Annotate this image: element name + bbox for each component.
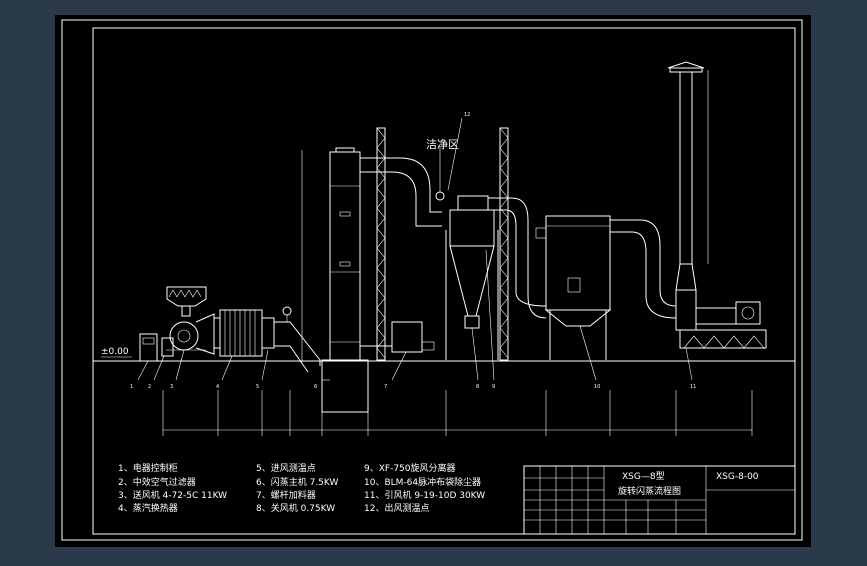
- support-tower-2: [499, 127, 509, 361]
- title-model: XSG—8型: [622, 471, 665, 482]
- induced-draft-fan: [675, 289, 767, 349]
- legend-item-8: 8、关风机 0.75KW: [256, 502, 335, 514]
- steam-heat-exchanger: [214, 309, 275, 357]
- sheet-background: [55, 15, 811, 547]
- svg-text:5: 5: [256, 384, 259, 390]
- horizontal-dimensions: [162, 390, 753, 436]
- control-cabinet: [139, 333, 158, 362]
- flash-dryer-column: [321, 147, 369, 413]
- legend-item-6: 6、闪蒸主机 7.5KW: [256, 476, 338, 488]
- cyclone-outlet-duct: [488, 197, 547, 319]
- title-name: 旋转闪蒸流程图: [618, 485, 681, 497]
- inner-frame: [92, 27, 796, 535]
- svg-text:10: 10: [594, 384, 600, 390]
- svg-text:4: 4: [216, 384, 219, 390]
- legend-item-12: 12、出风测温点: [364, 502, 429, 514]
- svg-text:3: 3: [170, 384, 173, 390]
- svg-text:2: 2: [148, 384, 151, 390]
- title-block: XSG—8型 旋转闪蒸流程图 XSG-8-00: [523, 465, 796, 535]
- legend-item-11: 11、引风机 9-19-10D 30KW: [364, 489, 485, 501]
- legend-item-5: 5、进风测温点: [256, 463, 316, 474]
- callouts: 1 2 3 4 5 6 7 8 9 10 11: [130, 249, 696, 390]
- legend-item-7: 7、螺杆加料器: [256, 489, 316, 501]
- support-tower-1: [376, 127, 386, 361]
- svg-text:8: 8: [476, 384, 479, 390]
- outer-frame: [61, 19, 803, 541]
- legend-item-10: 10、BLM-64脉冲布袋除尘器: [364, 476, 481, 488]
- svg-text:7: 7: [384, 384, 387, 390]
- svg-text:11: 11: [690, 384, 696, 390]
- svg-text:1: 1: [130, 384, 133, 390]
- legend-item-9: 9、XF-750旋风分离器: [364, 462, 456, 474]
- drawing-number: XSG-8-00: [716, 472, 759, 482]
- outlet-duct: [360, 157, 442, 227]
- bag-filter: [535, 215, 612, 360]
- legend-item-2: 2、中效空气过滤器: [118, 476, 196, 488]
- cyclone-separator: [445, 195, 499, 360]
- screw-feeder: [360, 321, 435, 353]
- svg-text:9: 9: [492, 384, 495, 390]
- inlet-duct: [274, 321, 321, 373]
- legend-item-4: 4、蒸汽换热器: [118, 502, 178, 514]
- clean-area-label: 洁净区: [426, 137, 459, 151]
- legend-item-1: 1、电器控制柜: [118, 462, 178, 474]
- leader-12-label: 12: [464, 112, 470, 118]
- bag-outlet-duct: [610, 219, 677, 319]
- ground-level-label: ±0.00: [101, 347, 129, 357]
- svg-text:6: 6: [314, 384, 317, 390]
- legend: 1、电器控制柜 2、中效空气过滤器 3、送风机 4-72-5C 11KW 4、蒸…: [118, 462, 485, 514]
- legend-item-3: 3、送风机 4-72-5C 11KW: [118, 489, 227, 501]
